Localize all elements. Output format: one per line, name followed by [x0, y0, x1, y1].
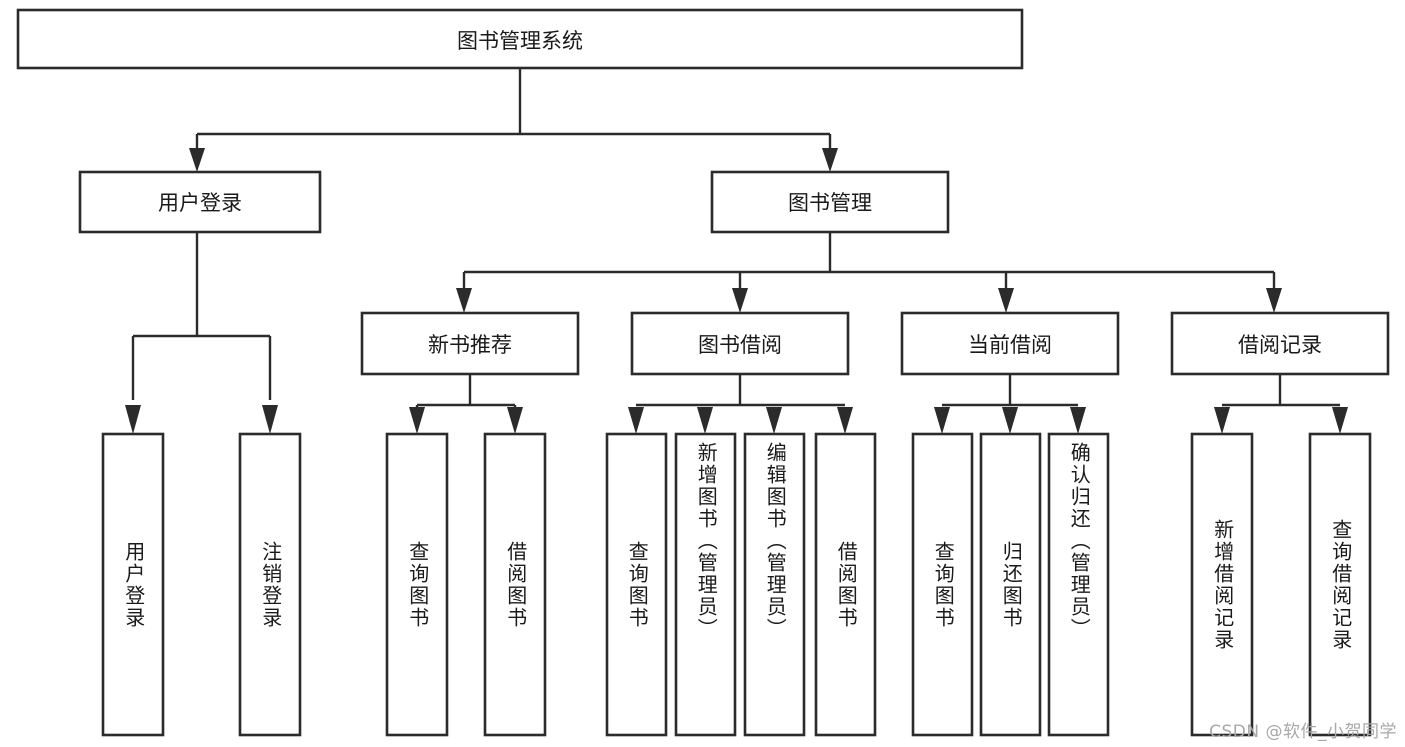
node-new-book-recommend-label: 新书推荐 — [428, 333, 512, 357]
node-current-borrow-rect[interactable] — [900, 311, 1120, 376]
node-book-borrow-label: 图书借阅 — [698, 333, 782, 357]
arrow-leaf-query-book-3 — [934, 407, 950, 434]
arrow-leaf-edit-book — [766, 407, 782, 434]
node-book-manage-rect[interactable] — [710, 170, 950, 234]
csdn-watermark: CSDN @软件_小贺同学 — [1209, 722, 1397, 742]
leaf-query-book-2-rect[interactable] — [605, 432, 668, 737]
node-root-rect[interactable] — [16, 8, 1024, 70]
arrow-leaf-user-logout — [262, 405, 278, 434]
leaf-confirm-return-rect[interactable] — [1047, 432, 1110, 737]
leaf-query-book-1-rect[interactable] — [385, 432, 449, 737]
node-new-book-recommend[interactable]: 新书推荐 — [360, 311, 580, 376]
node-book-manage[interactable]: 图书管理 — [710, 170, 950, 234]
node-current-borrow[interactable]: 当前借阅 — [900, 311, 1120, 376]
node-new-book-recommend-rect[interactable] — [360, 311, 580, 376]
arrow-to-borrow-record — [1266, 288, 1282, 313]
leaf-user-logout-rect[interactable] — [238, 432, 302, 737]
edges-layer — [125, 68, 1348, 434]
leaf-query-book-3-rect[interactable] — [911, 432, 974, 737]
leaf-add-book-rect[interactable] — [674, 432, 737, 737]
node-root-label: 图书管理系统 — [457, 29, 583, 53]
node-borrow-record-rect[interactable] — [1170, 311, 1390, 376]
node-user-login-rect[interactable] — [78, 170, 322, 234]
arrow-leaf-return-book — [1002, 407, 1018, 434]
leaf-edit-book-rect[interactable] — [743, 432, 806, 737]
arrow-leaf-query-book-2 — [628, 407, 644, 434]
node-root[interactable]: 图书管理系统 — [16, 8, 1024, 70]
arrow-to-new-book-recommend — [456, 288, 472, 313]
arrow-to-current-borrow — [998, 288, 1014, 313]
node-book-borrow[interactable]: 图书借阅 — [630, 311, 850, 376]
arrow-leaf-user-login — [125, 405, 141, 434]
arrow-to-book-borrow — [732, 288, 748, 313]
node-borrow-record-label: 借阅记录 — [1238, 333, 1322, 357]
node-book-manage-label: 图书管理 — [788, 191, 872, 215]
leaf-user-login-rect[interactable] — [101, 432, 165, 737]
arrow-leaf-confirm-return — [1070, 407, 1086, 434]
arrow-leaf-query-record — [1332, 407, 1348, 434]
arrow-leaf-query-book-1 — [409, 407, 425, 434]
arrow-leaf-add-book — [697, 407, 713, 434]
leaf-borrow-book-1-rect[interactable] — [483, 432, 547, 737]
leaf-borrow-book-2-rect[interactable] — [814, 432, 877, 737]
arrow-to-user-login — [189, 148, 205, 172]
leaf-query-record-rect[interactable] — [1308, 432, 1372, 737]
node-user-login-label: 用户登录 — [158, 191, 242, 215]
node-book-borrow-rect[interactable] — [630, 311, 850, 376]
node-user-login[interactable]: 用户登录 — [78, 170, 322, 234]
arrow-leaf-borrow-book-2 — [837, 407, 853, 434]
arrow-leaf-add-record — [1214, 407, 1230, 434]
leaf-add-record-rect[interactable] — [1190, 432, 1254, 737]
arrow-leaf-borrow-book-1 — [507, 407, 523, 434]
node-current-borrow-label: 当前借阅 — [968, 333, 1052, 357]
node-borrow-record[interactable]: 借阅记录 — [1170, 311, 1390, 376]
arrow-to-book-manage — [822, 148, 838, 172]
leaf-return-book-rect[interactable] — [979, 432, 1042, 737]
